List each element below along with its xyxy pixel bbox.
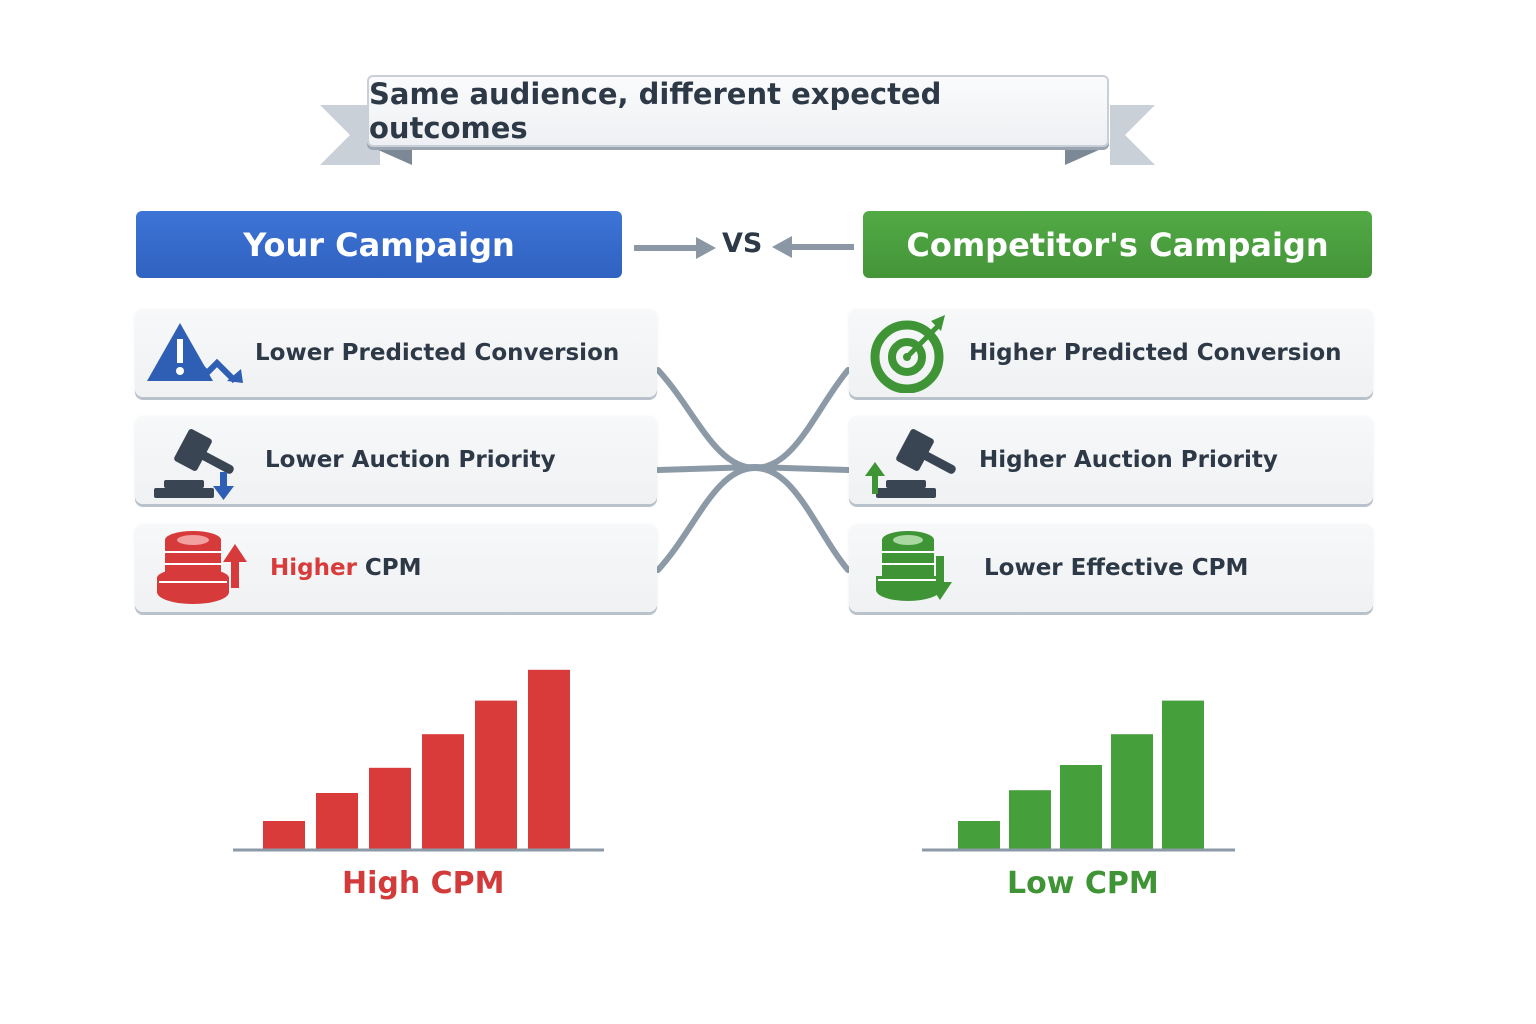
low-cpm-bar xyxy=(958,821,1000,849)
high-cpm-bar xyxy=(316,793,358,849)
high-cpm-bar xyxy=(422,734,464,849)
left-item-cpm: Higher CPM xyxy=(135,524,657,612)
competitor-campaign-header: Competitor's Campaign xyxy=(863,211,1372,278)
gavel-arrow-down-icon xyxy=(135,416,265,504)
ribbon-tails xyxy=(320,105,1155,165)
right-item-auction: Higher Auction Priority xyxy=(849,416,1373,504)
item-text: Lower Auction Priority xyxy=(265,447,556,473)
low-cpm-bar xyxy=(1009,790,1051,849)
high-cpm-bar xyxy=(528,669,570,849)
vs-label: VS xyxy=(722,228,763,259)
right-item-conversion: Higher Predicted Conversion xyxy=(849,309,1373,397)
vs-arrows xyxy=(634,236,854,259)
connector-lines xyxy=(655,367,851,573)
low-cpm-bar xyxy=(1162,700,1204,849)
coins-arrow-up-icon xyxy=(135,524,270,612)
your-campaign-header: Your Campaign xyxy=(136,211,622,278)
item-text: CPM xyxy=(356,555,422,581)
item-text: Lower Predicted Conversion xyxy=(255,340,620,366)
high-cpm-label: High CPM xyxy=(342,866,505,901)
item-text: Lower Effective CPM xyxy=(984,555,1249,581)
high-cpm-bar xyxy=(263,821,305,849)
coins-arrow-down-icon xyxy=(849,524,984,612)
left-item-conversion: Lower Predicted Conversion xyxy=(135,309,657,397)
item-text-highlight: Higher xyxy=(270,555,357,581)
item-text: Higher Predicted Conversion xyxy=(969,340,1342,366)
target-arrow-icon xyxy=(849,309,969,397)
low-cpm-bar xyxy=(1111,734,1153,849)
right-item-cpm: Lower Effective CPM xyxy=(849,524,1373,612)
gavel-arrow-up-icon xyxy=(849,416,979,504)
left-item-auction: Lower Auction Priority xyxy=(135,416,657,504)
high-cpm-bar xyxy=(475,700,517,849)
warning-trend-down-icon xyxy=(135,309,255,397)
high-cpm-bar xyxy=(369,767,411,849)
page-title: Same audience, different expected outcom… xyxy=(367,75,1109,147)
low-cpm-label: Low CPM xyxy=(1007,866,1159,901)
item-text: Higher Auction Priority xyxy=(979,447,1278,473)
low-cpm-bar xyxy=(1060,765,1102,849)
